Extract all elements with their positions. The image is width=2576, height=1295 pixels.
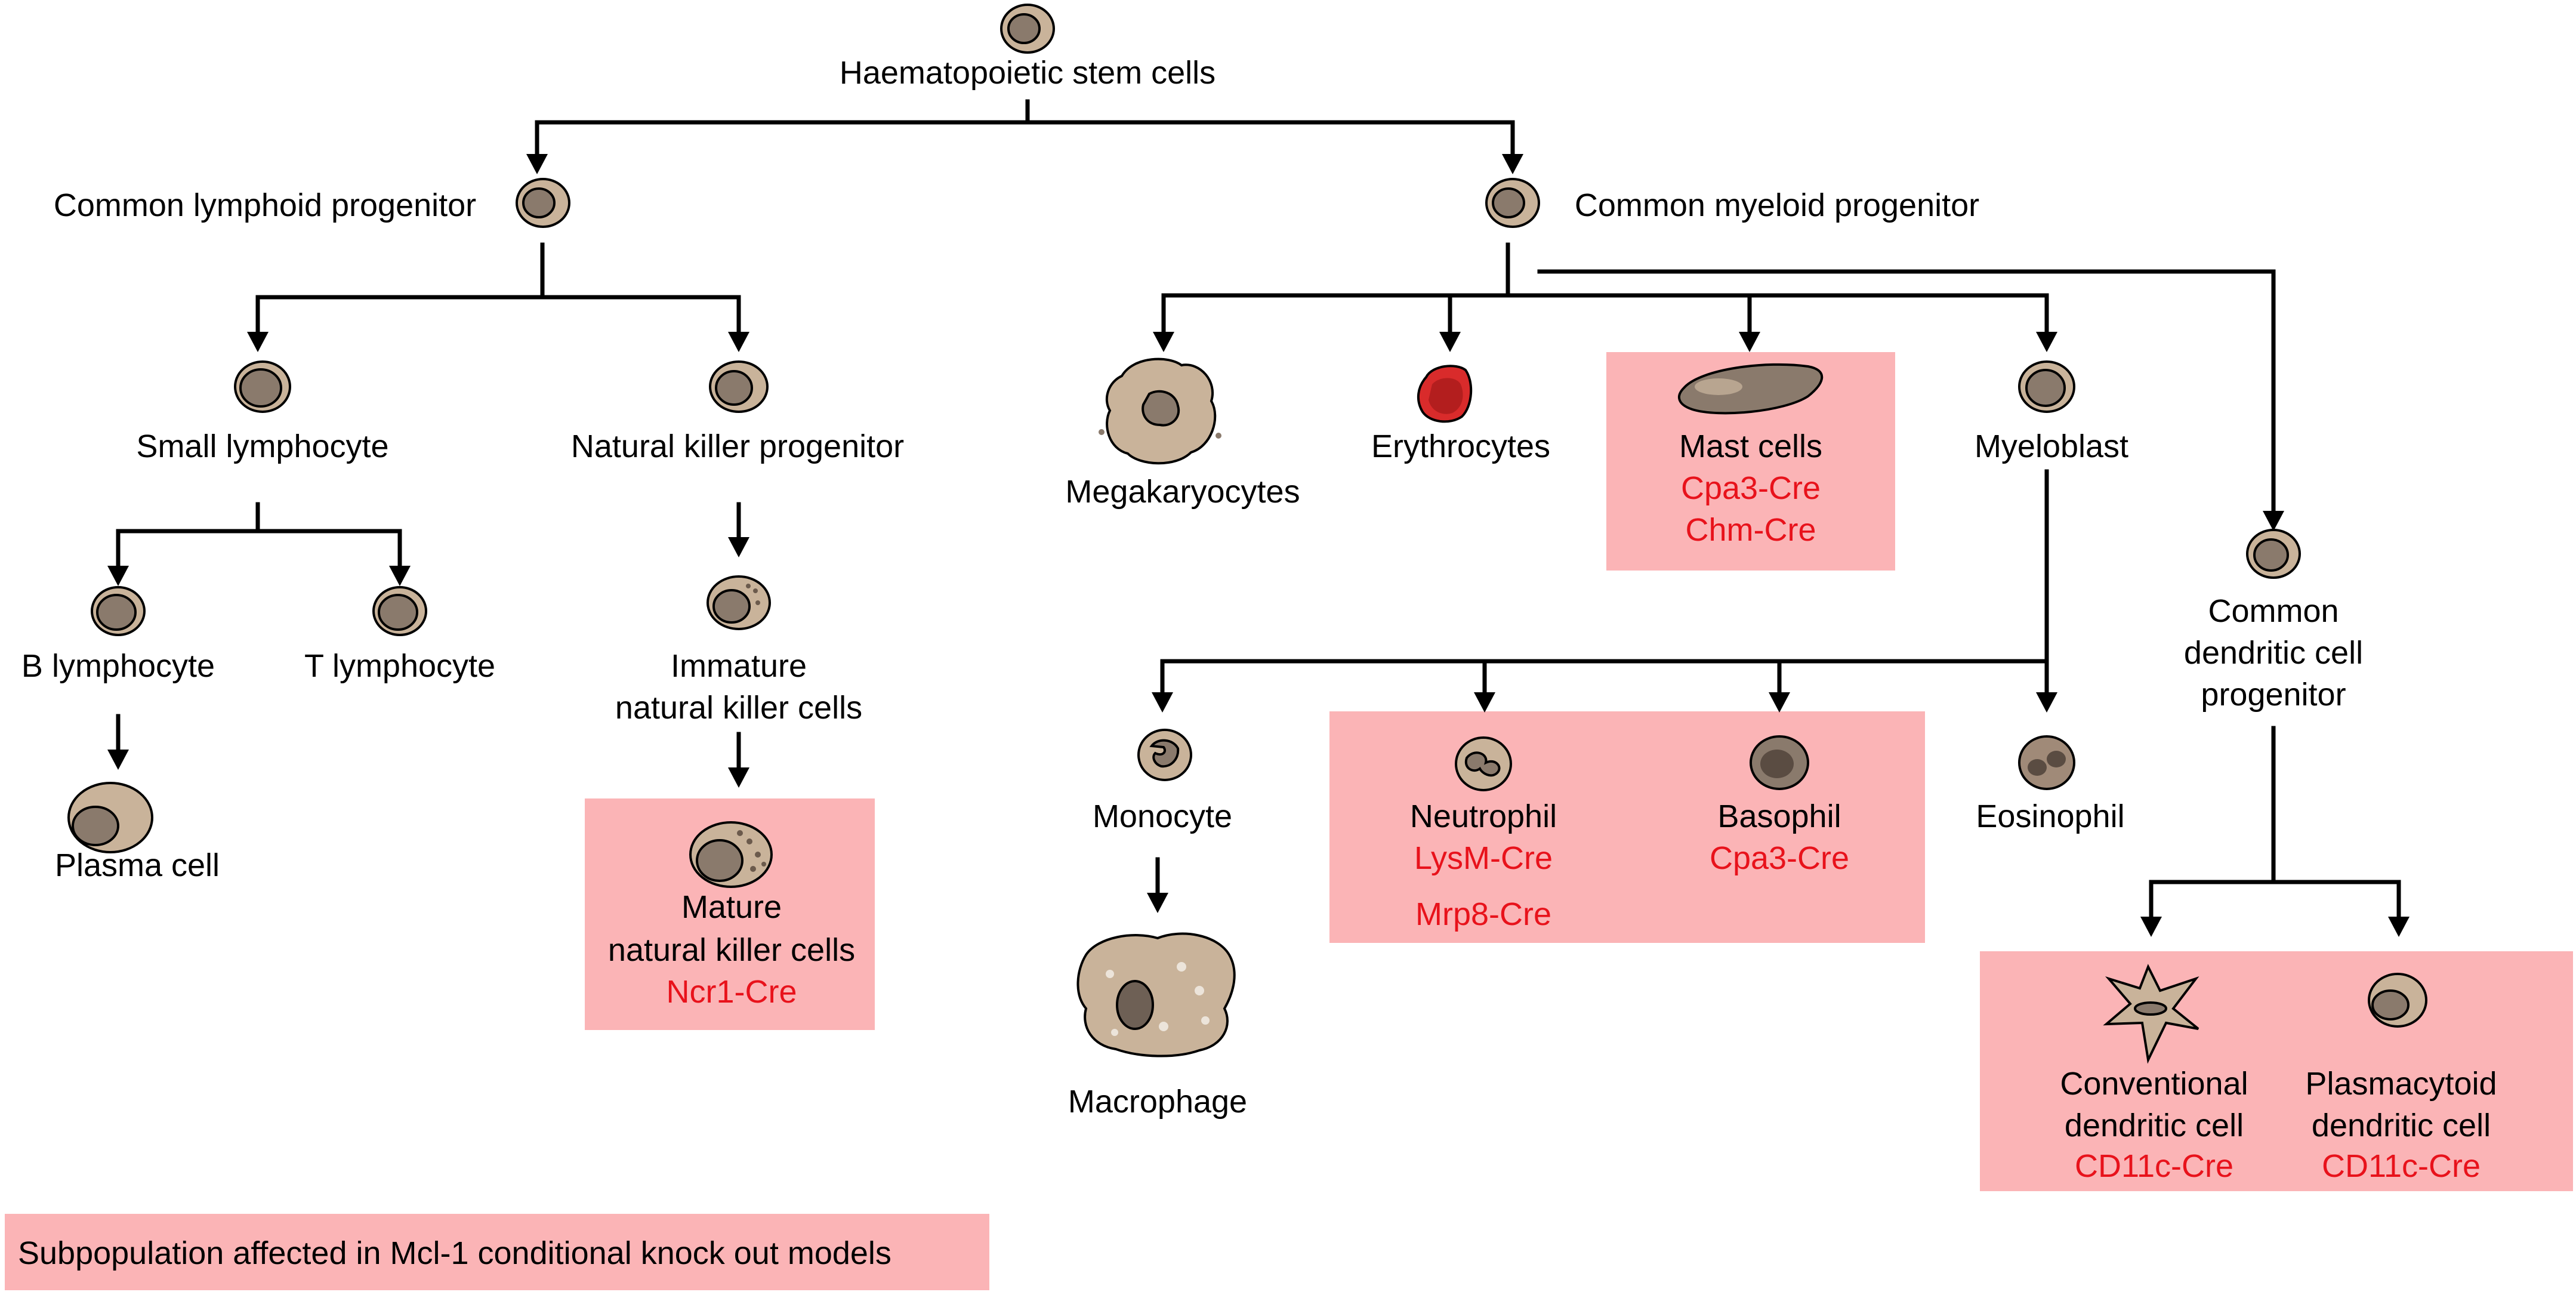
highlight-box-dendritic-cells — [1980, 951, 2573, 1191]
arrowheads — [107, 154, 2410, 937]
label-immature-nk-line2: natural killer cells — [615, 690, 862, 726]
label-myeloblast: Myeloblast — [1975, 428, 2128, 464]
arrowhead — [1147, 893, 1168, 913]
mast-cell-icon — [1677, 363, 1824, 415]
cre-mast-cpa3: Cpa3-Cre — [1681, 470, 1821, 506]
label-erythrocytes: Erythrocytes — [1371, 428, 1550, 464]
label-mature-nk-line1: Mature — [681, 889, 782, 925]
arrowhead — [526, 154, 548, 174]
label-cdp-line1: Common — [2208, 593, 2339, 629]
label-plasma-cell: Plasma cell — [55, 847, 220, 883]
label-eosinophil: Eosinophil — [1976, 798, 2124, 834]
arrowhead — [728, 332, 749, 352]
legend-text: Subpopulation affected in Mcl-1 conditio… — [18, 1235, 891, 1271]
label-monocyte: Monocyte — [1093, 798, 1232, 834]
arrowhead — [1474, 692, 1495, 713]
label-cdp-line3: progenitor — [2201, 677, 2346, 713]
label-nk-progenitor: Natural killer progenitor — [571, 428, 904, 464]
arrowhead — [2036, 692, 2057, 713]
label-small-lymphocyte: Small lymphocyte — [136, 428, 388, 464]
label-t-lymphocyte: T lymphocyte — [304, 648, 495, 684]
conventional-dc-icon — [2103, 964, 2199, 1064]
b-lymphocyte-icon — [91, 586, 146, 636]
highlight-box-neutrophil-basophil — [1329, 711, 1925, 943]
label-cmp: Common myeloid progenitor — [1575, 187, 1979, 223]
cre-ncr1: Ncr1-Cre — [666, 974, 797, 1010]
cre-cdc-cd11c: CD11c-Cre — [2075, 1148, 2233, 1184]
plasmacytoid-dc-icon — [2368, 973, 2427, 1028]
connector-lines — [116, 99, 2401, 921]
label-megakaryocytes: Megakaryocytes — [1065, 474, 1300, 510]
label-basophil: Basophil — [1717, 798, 1841, 834]
cre-mast-chm: Chm-Cre — [1685, 512, 1816, 548]
label-cdc-line2: dendritic cell — [2065, 1108, 2244, 1143]
arrowhead — [2036, 332, 2057, 352]
arrowhead — [1502, 154, 1523, 174]
label-macrophage: Macrophage — [1068, 1084, 1247, 1120]
arrowhead — [1769, 692, 1790, 713]
t-lymphocyte-icon — [372, 586, 427, 636]
label-b-lymphocyte: B lymphocyte — [21, 648, 215, 684]
monocyte-icon — [1137, 729, 1192, 781]
clp-cell-icon — [516, 178, 570, 228]
arrowhead — [107, 750, 129, 770]
label-hsc: Haematopoietic stem cells — [840, 55, 1215, 91]
arrowhead — [2263, 511, 2284, 531]
arrowhead — [1152, 692, 1173, 713]
nk-progenitor-icon — [709, 360, 769, 413]
arrowhead — [2388, 917, 2410, 937]
megakaryocyte-icon — [1099, 357, 1221, 465]
macrophage-icon — [1076, 932, 1236, 1057]
arrowhead — [728, 767, 749, 788]
arrowhead — [1739, 332, 1760, 352]
label-cdp-line2: dendritic cell — [2184, 635, 2363, 671]
mature-nk-icon — [689, 821, 773, 888]
cmp-cell-icon — [1485, 178, 1540, 228]
arrowhead — [389, 566, 411, 586]
cre-neutrophil-mrp8: Mrp8-Cre — [1415, 896, 1551, 932]
cre-pdc-cd11c: CD11c-Cre — [2322, 1148, 2481, 1184]
neutrophil-icon — [1455, 736, 1512, 791]
arrowhead — [1153, 332, 1174, 352]
cre-neutrophil-lysm: LysM-Cre — [1414, 840, 1553, 876]
cre-basophil-cpa3: Cpa3-Cre — [1710, 840, 1849, 876]
label-pdc-line1: Plasmacytoid — [2305, 1066, 2497, 1102]
label-clp: Common lymphoid progenitor — [54, 187, 476, 223]
arrowhead — [247, 332, 269, 352]
label-mature-nk-line2: natural killer cells — [608, 932, 855, 968]
label-pdc-line2: dendritic cell — [2312, 1108, 2491, 1143]
arrowhead — [728, 537, 749, 557]
eosinophil-icon — [2018, 735, 2075, 790]
basophil-icon — [1750, 735, 1809, 790]
immature-nk-icon — [707, 575, 771, 630]
hsc-cell-icon — [1000, 4, 1055, 54]
label-mast-cells: Mast cells — [1679, 428, 1822, 464]
legend-box — [5, 1214, 989, 1290]
arrowhead — [107, 566, 129, 586]
cdp-cell-icon — [2246, 529, 2301, 579]
label-immature-nk-line1: Immature — [671, 648, 807, 684]
plasma-cell-icon — [67, 782, 153, 853]
erythrocyte-icon — [1417, 365, 1473, 423]
label-cdc-line1: Conventional — [2060, 1066, 2248, 1102]
arrowhead — [1439, 332, 1461, 352]
label-neutrophil: Neutrophil — [1410, 798, 1557, 834]
arrowhead — [2140, 917, 2162, 937]
small-lymphocyte-icon — [234, 360, 291, 413]
myeloblast-icon — [2018, 360, 2075, 413]
